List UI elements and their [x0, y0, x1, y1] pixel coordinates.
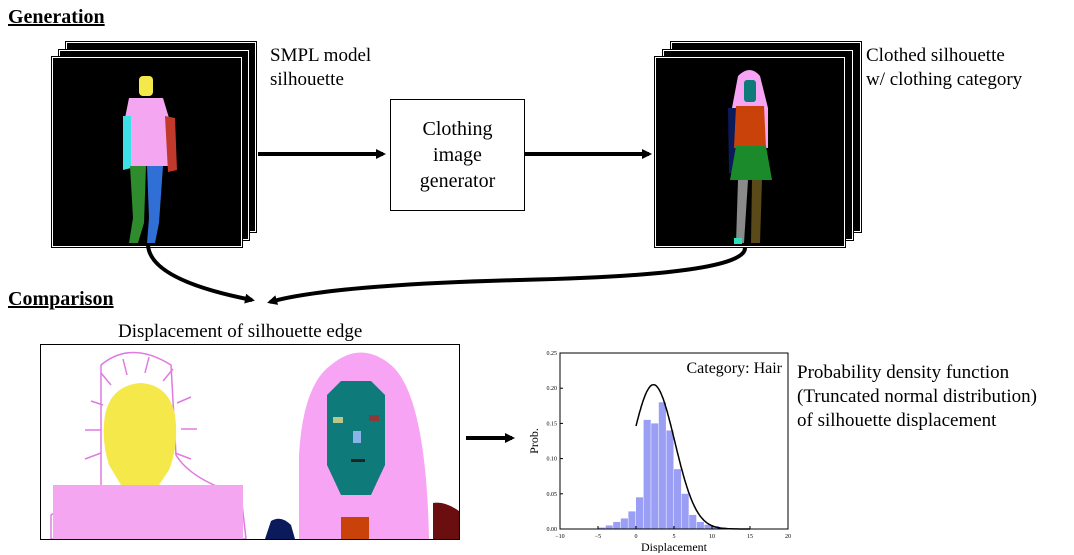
displacement-pdf-chart: −10 −5 0 5 10 15 20 0.00 0.05 0.10 0.15 0.20 0.25Cat… [527, 351, 791, 553]
clothed-caption: Clothed silhouette w/ clothing category [866, 45, 1023, 90]
x-tick-label: −5 [595, 534, 601, 540]
histogram-bar [598, 527, 606, 529]
generation-title: Generation [8, 6, 105, 28]
arrow-smpl-to-comparison [146, 244, 255, 304]
y-tick-label: 0.05 [547, 492, 558, 498]
histogram-bar [696, 521, 704, 529]
displacement-comparison-image [40, 344, 460, 540]
clothing-image-generator-box: Clothing image generator [390, 99, 525, 211]
histogram-bar [674, 469, 682, 529]
x-tick-label: 20 [785, 534, 791, 540]
x-tick-label: 0 [635, 534, 638, 540]
x-axis-label: Displacement [641, 540, 708, 553]
y-tick-label: 0.15 [547, 421, 558, 427]
histogram-bar [651, 423, 659, 529]
y-tick-label: 0.10 [547, 457, 558, 463]
pdf-caption: Probability density function (Truncated … [797, 362, 1037, 431]
histogram-bar [628, 511, 636, 529]
histogram-bar [689, 514, 697, 529]
histogram-bar [658, 402, 666, 529]
y-tick-label: 0.00 [547, 527, 558, 533]
histogram-bar [666, 430, 674, 529]
comparison-title: Comparison [8, 288, 114, 310]
displacement-caption: Displacement of silhouette edge [118, 321, 363, 342]
x-tick-label: −10 [555, 534, 564, 540]
x-tick-label: 10 [709, 534, 715, 540]
y-tick-label: 0.25 [547, 351, 558, 357]
histogram-bar [605, 525, 613, 529]
chart-title: Category: Hair [686, 360, 782, 377]
x-tick-label: 15 [747, 534, 753, 540]
histogram-bar [636, 497, 644, 529]
histogram-bar [613, 521, 621, 529]
histogram-bar [643, 419, 651, 529]
arrow-clothed-to-comparison [267, 247, 747, 305]
histogram-bar [704, 524, 712, 529]
y-axis-label: Prob. [527, 428, 541, 454]
y-tick-label: 0.20 [547, 386, 558, 392]
histogram-bar [620, 518, 628, 529]
clothed-silhouette-image [654, 56, 846, 248]
smpl-caption: SMPL model silhouette [270, 45, 372, 90]
histogram-bar [681, 493, 689, 529]
smpl-silhouette-image [51, 56, 243, 248]
x-tick-label: 5 [673, 534, 676, 540]
